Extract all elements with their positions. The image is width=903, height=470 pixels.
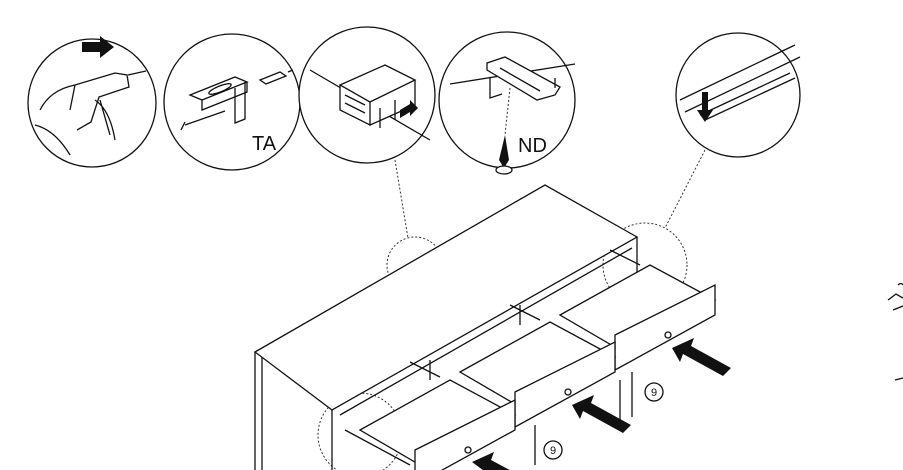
cabinet: [253, 184, 717, 470]
next-step-fragment: [887, 282, 903, 381]
step-number: 9: [651, 387, 657, 399]
screw-icon: [180, 110, 226, 131]
bracket-label: TA: [252, 133, 277, 155]
screw-icon: [499, 135, 509, 168]
step-marker: 9: [644, 382, 664, 402]
dowel-icon: [258, 69, 294, 85]
step-marker: 9: [543, 440, 563, 460]
arrow-icon: [672, 338, 731, 376]
arrow-icon: [572, 395, 631, 433]
push-arrows: [472, 338, 731, 470]
arrow-icon: [697, 92, 713, 122]
arrow-icon: [472, 452, 510, 470]
cabinet-wall-callout: [298, 26, 436, 164]
screw-label: ND: [518, 135, 547, 157]
step-number: 9: [550, 445, 556, 457]
drill-callout: [27, 36, 157, 168]
bracket-callout: TA: [163, 33, 301, 171]
screw-callout: ND: [438, 31, 576, 175]
runner-callout: [675, 32, 801, 158]
arrow-icon: [400, 100, 418, 118]
arrow-icon: [82, 36, 114, 58]
